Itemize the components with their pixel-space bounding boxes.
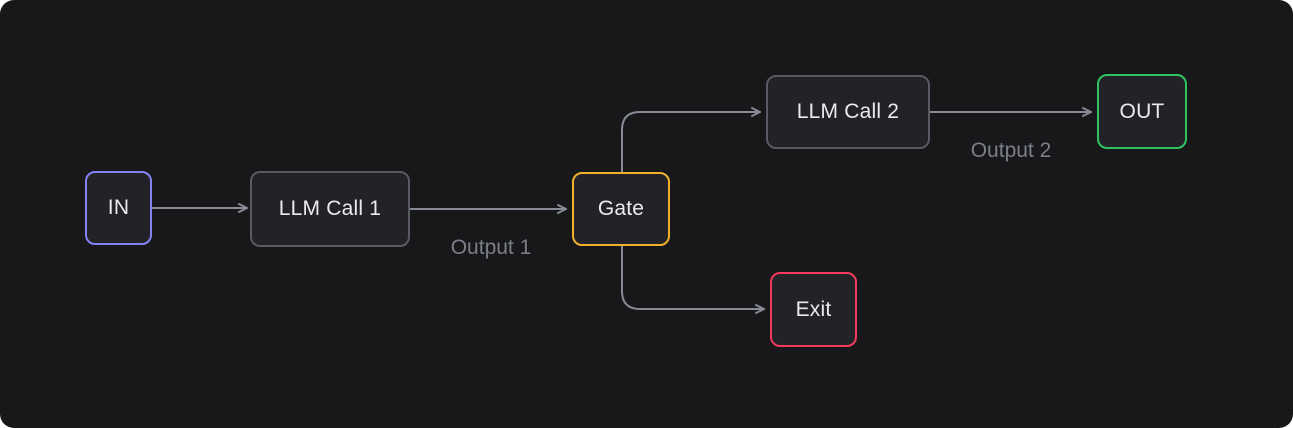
node-out-label: OUT <box>1119 99 1165 123</box>
edge-gate-exit <box>621 245 765 314</box>
edge-gate-llm2 <box>621 107 761 173</box>
node-llm-call-2-label: LLM Call 2 <box>796 100 900 123</box>
edge-label-output-1: Output 1 <box>450 236 532 259</box>
node-gate[interactable]: Gate <box>572 172 670 246</box>
node-gate-label: Gate <box>597 197 645 220</box>
node-out[interactable]: OUT <box>1097 74 1187 149</box>
node-exit[interactable]: Exit <box>770 272 857 347</box>
node-llm-call-1-label: LLM Call 1 <box>278 197 382 220</box>
edge-label-output-2: Output 2 <box>970 139 1052 162</box>
node-in-label: IN <box>107 196 130 219</box>
node-llm-call-1[interactable]: LLM Call 1 <box>250 171 410 247</box>
node-llm-call-2[interactable]: LLM Call 2 <box>766 75 930 149</box>
node-exit-label: Exit <box>795 297 832 321</box>
node-in[interactable]: IN <box>85 171 152 245</box>
